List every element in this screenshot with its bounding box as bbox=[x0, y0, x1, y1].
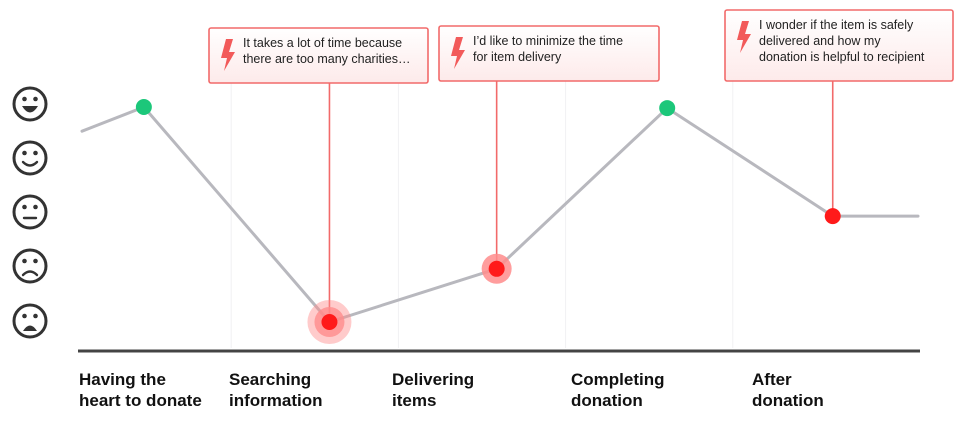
very-happy-face-icon bbox=[12, 86, 48, 122]
sad-face-icon bbox=[12, 248, 48, 284]
pain-point-callouts: It takes a lot of time because there are … bbox=[208, 9, 954, 84]
callout-connectors bbox=[328, 81, 834, 322]
pain-point-text: It takes a lot of time because bbox=[243, 36, 402, 50]
stage-label: items bbox=[392, 391, 436, 410]
grid-lines bbox=[230, 80, 734, 348]
positive-point bbox=[659, 100, 676, 117]
stage-label: Searching bbox=[229, 370, 311, 389]
stage-label: Delivering bbox=[392, 370, 474, 389]
stage-label: Having the bbox=[79, 370, 166, 389]
stage-label: After bbox=[752, 370, 792, 389]
pain-point-text: I wonder if the item is safely bbox=[759, 18, 914, 32]
pain-point-note: It takes a lot of time because there are … bbox=[208, 27, 429, 84]
pain-point-text: delivered and how my bbox=[759, 34, 881, 48]
pain-point bbox=[824, 208, 841, 225]
happy-face-icon bbox=[12, 140, 48, 176]
emotion-scale bbox=[12, 86, 48, 339]
stage-label: information bbox=[229, 391, 323, 410]
stage-label: donation bbox=[752, 391, 824, 410]
very-sad-face-icon bbox=[12, 303, 48, 339]
pain-point bbox=[481, 253, 512, 284]
pain-point-note: I’d like to minimize the time for item de… bbox=[438, 25, 660, 82]
pain-point-text: donation is helpful to recipient bbox=[759, 50, 925, 64]
pain-point bbox=[307, 300, 352, 344]
lightning-icon bbox=[451, 37, 465, 69]
stage-label: heart to donate bbox=[79, 391, 202, 410]
pain-point-text: there are too many charities… bbox=[243, 52, 410, 66]
stage-labels: Having the heart to donate Searching inform… bbox=[79, 370, 824, 410]
stage-label: donation bbox=[571, 391, 643, 410]
lightning-icon bbox=[221, 39, 235, 71]
lightning-icon bbox=[737, 21, 751, 53]
pain-point-text: I’d like to minimize the time bbox=[473, 34, 623, 48]
emotion-points bbox=[135, 99, 841, 344]
emotion-line bbox=[80, 105, 920, 324]
pain-point-text: for item delivery bbox=[473, 50, 562, 64]
positive-point bbox=[135, 99, 152, 115]
pain-point-note: I wonder if the item is safely delivered … bbox=[724, 9, 954, 82]
neutral-face-icon bbox=[12, 194, 48, 230]
stage-label: Completing bbox=[571, 370, 665, 389]
